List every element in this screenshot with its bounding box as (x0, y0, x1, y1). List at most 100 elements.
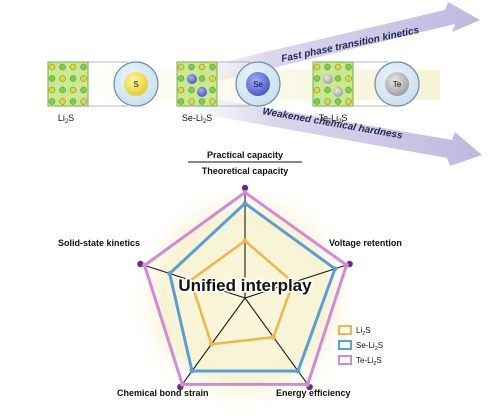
lattice-atom (80, 86, 87, 94)
center-label: Unified interplay (178, 276, 312, 295)
polygon-te-li2s (143, 190, 348, 386)
lattice-atom (48, 86, 56, 94)
lattice-atom (345, 75, 352, 82)
ratio-denominator: Theoretical capacity (202, 166, 289, 176)
radar-point (208, 341, 214, 347)
radar-point (242, 238, 248, 244)
lattice-atom (59, 98, 66, 105)
lattice-atom (69, 75, 77, 82)
radar-section: Practical capacity Theoretical capacity … (58, 150, 402, 416)
radar-axis (244, 263, 350, 299)
lattice-atom (188, 86, 195, 94)
lattice-atom (48, 63, 56, 71)
polygon-li2s (189, 239, 295, 346)
lattice-cube (312, 61, 354, 107)
lattice-atom (69, 86, 77, 94)
radar-point (188, 277, 193, 283)
radar-vertex-dot (137, 260, 144, 268)
lattice-atom (313, 86, 321, 94)
axis-label-energy-efficiency: Energy efficiency (276, 388, 351, 398)
lattice-atom (69, 63, 77, 71)
radar-point (290, 279, 296, 285)
lattice-atom (209, 75, 216, 82)
center-atom-label: Te (393, 80, 402, 89)
radar-point (271, 334, 276, 340)
lattice-atom (334, 63, 342, 71)
radar-point (242, 201, 248, 206)
lattice-atom (345, 63, 352, 71)
radar-point (179, 381, 185, 387)
lattice-atom (69, 98, 77, 105)
center-atom-label: S (133, 80, 138, 89)
axis-label-voltage-retention: Voltage retention (329, 238, 402, 248)
legend-label: Te-Li2S (356, 356, 382, 367)
lattice-atom (188, 63, 195, 71)
radar-point (295, 368, 301, 374)
lattice-atom (198, 63, 206, 71)
lattice-atom (59, 75, 66, 82)
lattice-atom (198, 98, 206, 105)
dopant-atom (197, 87, 207, 97)
lower-arrow (180, 96, 482, 166)
lattice-atom (48, 75, 56, 82)
lattice-cube (176, 61, 218, 107)
lattice-atom (313, 63, 321, 71)
lattice-atom (177, 75, 185, 82)
lattice-atom (209, 63, 216, 71)
dopant-atom (323, 74, 333, 84)
legend-swatch (338, 340, 352, 350)
lattice-atom (80, 98, 87, 105)
center-atom (385, 72, 409, 96)
lattice-atom (80, 63, 87, 71)
lattice-atom (188, 98, 195, 105)
radar-point (344, 262, 349, 268)
radar-point (142, 262, 147, 268)
lattice-atom (198, 75, 206, 82)
lattice-atom (177, 86, 185, 94)
lattice-atom (177, 63, 185, 71)
center-atom-label: Se (253, 80, 263, 89)
lattice-atom (345, 86, 352, 94)
dopant-atom (187, 74, 197, 84)
radar-point (242, 190, 248, 195)
lattice-atom (324, 86, 331, 94)
ratio-numerator: Practical capacity (207, 150, 283, 160)
center-atom (124, 72, 148, 96)
lattice-atom (313, 75, 321, 82)
lattice-atom (177, 98, 185, 105)
structure-label: Te-Li2S (319, 113, 348, 125)
axis-label-chemical-bond-strain: Chemical bond strain (117, 388, 209, 398)
legend-label: Li2S (356, 326, 371, 337)
lattice-atom (324, 98, 331, 105)
structure-label: Li2S (58, 113, 74, 125)
radar-point (332, 266, 338, 272)
lattice-atom (334, 75, 342, 82)
structure-label: Se-Li2S (182, 113, 212, 125)
radar-point (189, 368, 195, 374)
radar-point (305, 381, 311, 387)
lattice-atom (209, 86, 216, 94)
lattice-atom (209, 98, 216, 105)
legend-swatch (338, 355, 352, 365)
dopant-atom (333, 87, 343, 97)
lattice-atom (59, 86, 66, 94)
radar-point (167, 271, 173, 276)
lattice-atom (334, 98, 342, 105)
polygon-se-li2s (168, 201, 337, 373)
lattice-atom (345, 98, 352, 105)
lattice-atom (313, 98, 321, 105)
lattice-cube (47, 61, 89, 107)
lattice-atom (48, 98, 56, 105)
structure-1: S Li2S (47, 61, 159, 125)
lattice-atom (80, 75, 87, 82)
radar-vertex-dot (241, 184, 249, 192)
lattice-atom (59, 63, 66, 71)
legend-swatch (338, 325, 352, 335)
center-atom (246, 72, 270, 96)
